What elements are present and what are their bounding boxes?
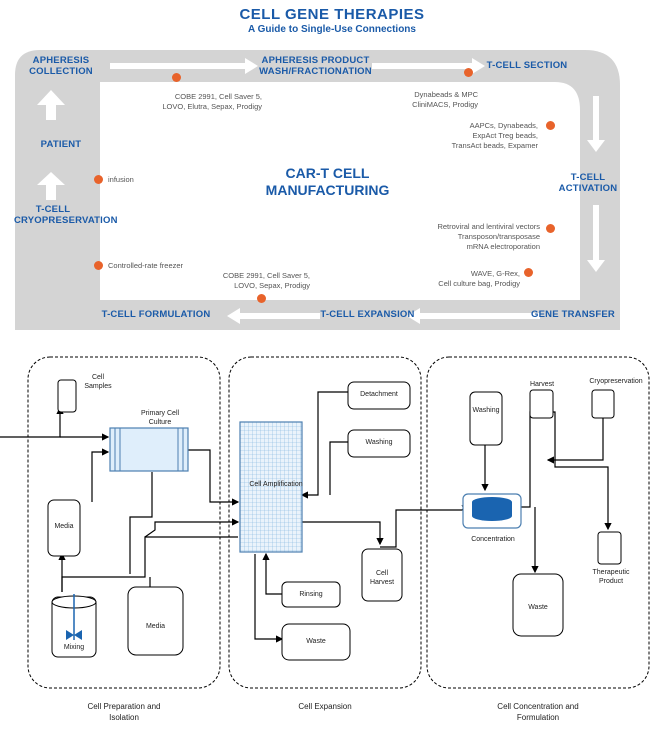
group-concentration-box — [426, 356, 650, 689]
label-primary-culture: Primary Cell Culture — [140, 410, 180, 426]
dot-expansion-right — [524, 268, 533, 277]
cell-amplification-box — [239, 421, 303, 553]
stage-apheresis-collection: APHERESIS COLLECTION — [29, 55, 93, 77]
label-rinsing: Rinsing — [299, 591, 323, 598]
label-cell-harvest: Cell Harvest — [369, 570, 395, 586]
harvest-container — [529, 389, 554, 419]
stage-tcell-formulation: T-CELL FORMULATION — [101, 309, 211, 320]
stage-tcell-activation: T-CELL ACTIVATION — [558, 172, 618, 194]
dot-activation — [546, 121, 555, 130]
therapeutic-product-container — [597, 531, 622, 565]
group-expansion-label: Cell Expansion — [298, 702, 352, 711]
note-gene-transfer: Retroviral and lentiviral vectors Transp… — [437, 222, 540, 251]
note-selection: Dynabeads & MPC CliniMACS, Prodigy — [412, 90, 478, 109]
dot-selection — [464, 68, 473, 77]
note-expansion-right: WAVE, G-Rex, Cell culture bag, Prodigy — [438, 269, 520, 288]
stage-tcell-selection: T-CELL SECTION — [486, 60, 568, 71]
stage-gene-transfer: GENE TRANSFER — [531, 309, 615, 320]
label-harvest: Harvest — [529, 381, 555, 388]
cycle-track — [15, 50, 620, 330]
cycle-center-title: CAR-T CELL MANUFACTURING — [265, 165, 390, 198]
cell-samples-container — [57, 379, 77, 413]
dot-infusion — [94, 175, 103, 184]
note-expansion-left: COBE 2991, Cell Saver 5, LOVO, Sepax, Pr… — [222, 271, 310, 290]
track-arrows — [37, 58, 605, 324]
label-therapeutic-product: Therapeutic Product — [592, 569, 630, 585]
label-cell-samples: Cell Samples — [84, 374, 112, 390]
label-media-bottom: Media — [145, 623, 166, 630]
waste-conc-container — [512, 573, 564, 637]
label-cell-amplification: Cell Amplification — [249, 481, 303, 488]
waste-exp-container — [281, 623, 351, 661]
dot-gene-transfer — [546, 224, 555, 233]
dot-expansion-left — [257, 294, 266, 303]
label-concentration: Concentration — [471, 536, 515, 543]
media-top-container — [47, 499, 81, 557]
label-detachment: Detachment — [360, 391, 398, 398]
label-mixing: Mixing — [63, 644, 85, 651]
note-wash: COBE 2991, Cell Saver 5, LOVO, Elutra, S… — [162, 92, 262, 111]
dot-freezer — [94, 261, 103, 270]
label-washing-conc: Washing — [472, 407, 500, 414]
note-activation: AAPCs, Dynabeads, ExpAct Treg beads, Tra… — [451, 121, 538, 150]
primary-culture-box — [109, 427, 189, 472]
stage-tcell-cryopreservation: T-CELL CRYOPRESERVATION — [14, 204, 118, 226]
note-freezer: Controlled-rate freezer — [108, 261, 184, 270]
label-cryopreservation: Cryopreservation — [589, 378, 643, 385]
cryopreservation-container — [591, 389, 615, 419]
process-flowchart — [0, 356, 650, 689]
washing-conc-container — [469, 391, 503, 446]
group-expansion-box — [228, 356, 422, 689]
cell-harvest-container — [361, 548, 403, 602]
label-waste-conc: Waste — [528, 604, 548, 611]
dot-wash — [172, 73, 181, 82]
label-waste-exp: Waste — [306, 638, 326, 645]
group-concentration-label: Cell Concentration and Formulation — [497, 702, 579, 722]
stage-apheresis-wash: APHERESIS PRODUCT WASH/FRACTIONATION — [259, 55, 372, 77]
rinsing-container — [281, 581, 341, 608]
media-bottom-container — [127, 586, 184, 656]
group-prep-label: Cell Preparation and Isolation — [87, 702, 161, 722]
label-washing-exp: Washing — [365, 439, 393, 446]
label-media-top: Media — [54, 523, 74, 530]
note-infusion: infusion — [108, 175, 134, 184]
detachment-container — [347, 381, 411, 410]
stage-patient: PATIENT — [40, 139, 82, 150]
page-subtitle: A Guide to Single-Use Connections — [248, 24, 416, 35]
washing-exp-container — [347, 429, 411, 458]
page-title: CELL GENE THERAPIES — [239, 6, 425, 23]
stage-tcell-expansion: T-CELL EXPANSION — [320, 309, 415, 320]
